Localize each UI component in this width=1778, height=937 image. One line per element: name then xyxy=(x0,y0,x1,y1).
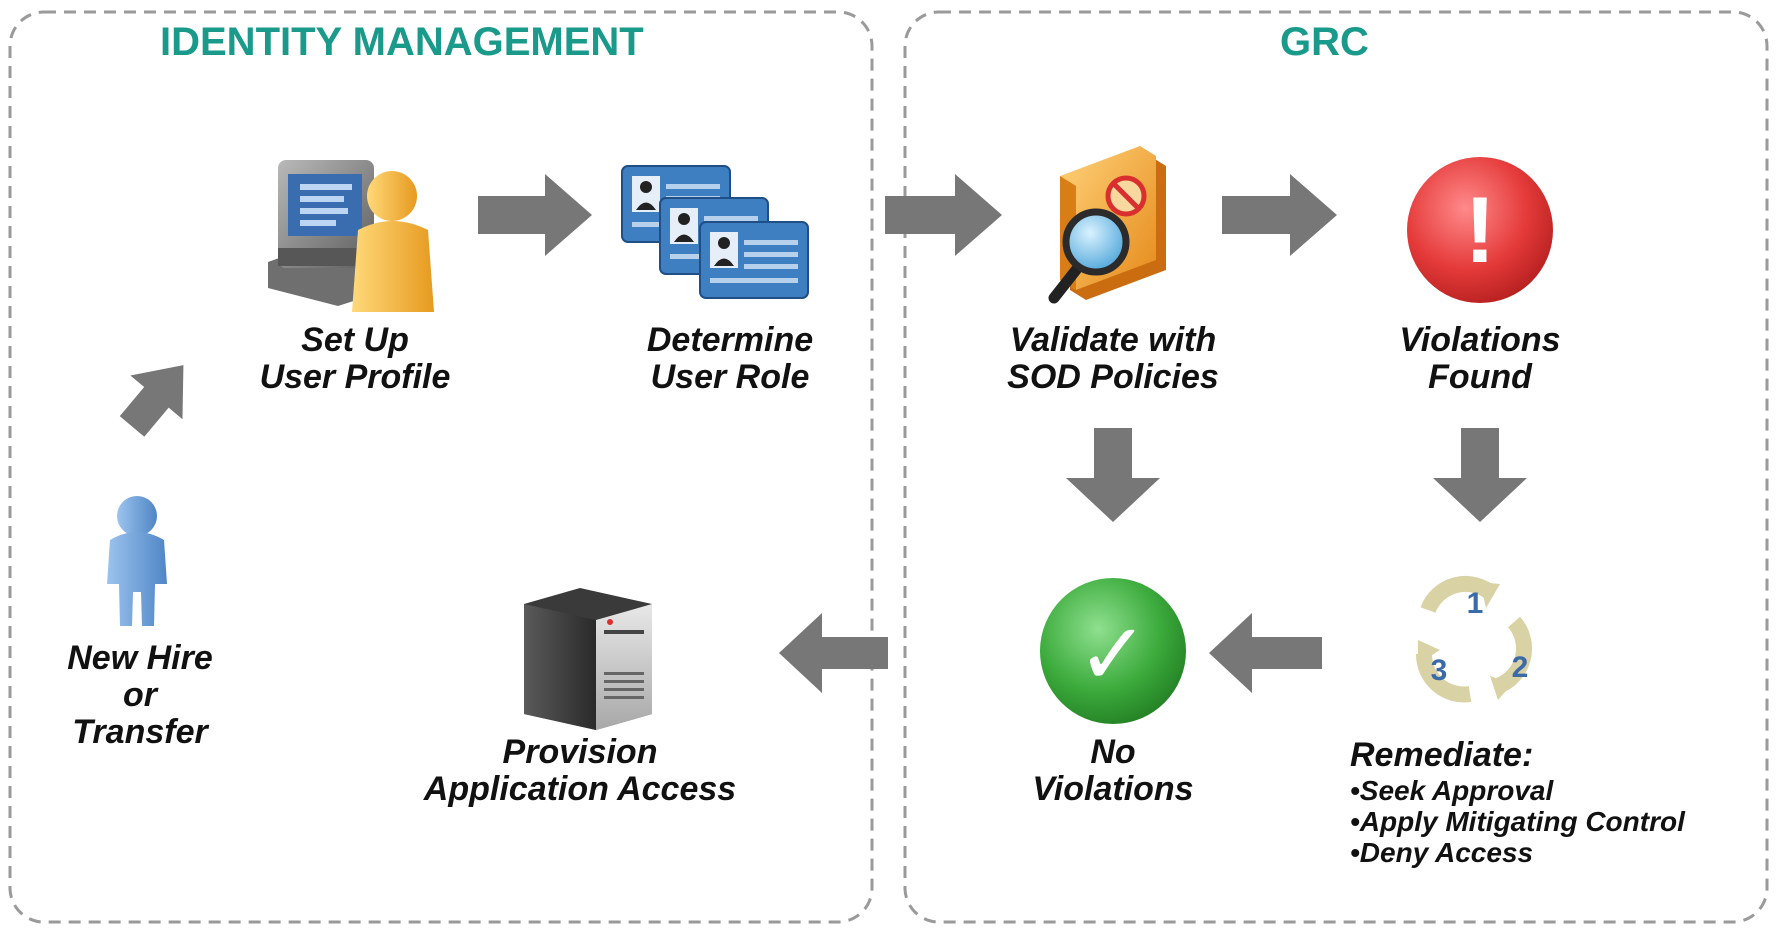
setup-profile-line-2: User Profile xyxy=(259,358,451,396)
arrow-validate-down xyxy=(1066,428,1160,522)
remediate-item-mitigating-control: •Apply Mitigating Control xyxy=(1350,806,1685,837)
alert-icon: ! xyxy=(1407,157,1553,303)
violations-found-line-1: Violations xyxy=(1399,321,1561,359)
checkmark-icon: ✓ xyxy=(1040,578,1186,724)
determine-role-line-1: Determine xyxy=(646,321,814,359)
no-violations-label: No Violations xyxy=(993,734,1233,808)
cycle-number-2: 2 xyxy=(1512,651,1529,684)
person-icon xyxy=(107,496,167,626)
setup-profile-line-1: Set Up xyxy=(301,321,409,359)
arrow-remediate-to-ok xyxy=(1209,613,1322,693)
identity-management-title: IDENTITY MANAGEMENT xyxy=(160,20,644,64)
new-hire-line-1: New Hire xyxy=(67,639,213,677)
provision-access-label: Provision Application Access xyxy=(400,734,760,808)
identity-management-section xyxy=(8,10,874,924)
provision-access-line-1: Provision xyxy=(502,733,658,771)
remediate-item-deny-access: •Deny Access xyxy=(1350,837,1534,868)
cycle-number-3: 3 xyxy=(1431,654,1448,687)
arrow-ok-to-provision xyxy=(779,613,888,693)
arrow-role-to-validate xyxy=(885,174,1002,256)
grc-section xyxy=(903,10,1769,924)
arrow-profile-to-role xyxy=(478,174,592,256)
cycle-number-1: 1 xyxy=(1467,587,1484,620)
no-violations-line-1: No xyxy=(1090,733,1136,771)
checkmark-glyph: ✓ xyxy=(1077,605,1149,705)
setup-profile-label: Set Up User Profile xyxy=(220,322,490,396)
violations-found-line-2: Found xyxy=(1428,358,1532,396)
server-icon xyxy=(524,588,652,730)
validate-sod-line-2: SOD Policies xyxy=(1007,358,1219,396)
arrow-violations-down xyxy=(1433,428,1527,522)
id-cards-icon xyxy=(621,165,809,299)
validate-sod-label: Validate with SOD Policies xyxy=(968,322,1258,396)
grc-title: GRC xyxy=(1280,20,1369,64)
computer-user-icon xyxy=(268,160,434,312)
new-hire-label: New Hire or Transfer xyxy=(30,640,250,751)
remediate-block: Remediate: •Seek Approval •Apply Mitigat… xyxy=(1350,735,1685,868)
arrow-up-right xyxy=(119,365,184,437)
flow-arrows xyxy=(119,174,1527,693)
remediate-item-seek-approval: •Seek Approval xyxy=(1350,775,1554,806)
arrow-validate-to-violations xyxy=(1222,174,1337,256)
policy-book-icon xyxy=(1048,146,1166,304)
provision-access-line-2: Application Access xyxy=(423,770,737,808)
new-hire-line-2: or xyxy=(123,676,157,714)
remediate-heading: Remediate: xyxy=(1350,736,1534,774)
violations-found-label: Violations Found xyxy=(1360,322,1600,396)
determine-role-line-2: User Role xyxy=(650,358,810,396)
alert-glyph: ! xyxy=(1464,177,1495,282)
validate-sod-line-1: Validate with xyxy=(1009,321,1217,359)
new-hire-line-3: Transfer xyxy=(72,713,208,751)
determine-role-label: Determine User Role xyxy=(605,322,855,396)
no-violations-line-2: Violations xyxy=(1032,770,1194,808)
cycle-icon: 1 2 3 xyxy=(1415,576,1532,703)
